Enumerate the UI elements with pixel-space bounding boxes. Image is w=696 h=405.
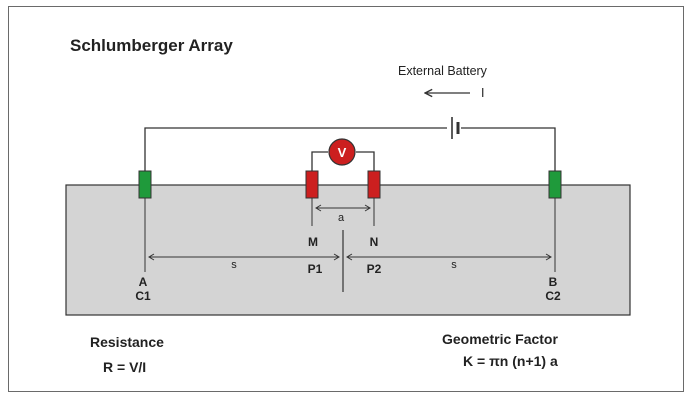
electrode-p2 xyxy=(367,170,381,199)
label-n: N xyxy=(370,235,379,249)
label-c2: C2 xyxy=(545,289,561,303)
battery-label: External Battery xyxy=(398,64,488,78)
label-m: M xyxy=(308,235,318,249)
circuit-wire-right xyxy=(461,127,556,171)
electrode-c1 xyxy=(138,170,152,199)
label-c1: C1 xyxy=(135,289,151,303)
electrode-p1 xyxy=(305,170,319,199)
label-p1: P1 xyxy=(308,262,323,276)
spacing-s-left-label: s xyxy=(231,259,237,271)
spacing-a-label: a xyxy=(338,212,345,224)
circuit-wire-left xyxy=(144,127,447,171)
electrode-c2 xyxy=(548,170,562,199)
geometric-factor-formula: K = πn (n+1) a xyxy=(463,353,558,369)
ground-block xyxy=(65,184,631,316)
resistance-formula: R = V/I xyxy=(103,359,146,375)
voltmeter-wire-right xyxy=(356,151,375,171)
resistance-heading: Resistance xyxy=(90,334,164,350)
current-label: I xyxy=(481,86,484,100)
label-p2: P2 xyxy=(367,262,382,276)
spacing-s-right-label: s xyxy=(451,259,457,271)
geometric-factor-heading: Geometric Factor xyxy=(442,331,558,347)
voltmeter-circle xyxy=(328,138,356,166)
voltmeter-wire-left xyxy=(311,151,328,171)
diagram-title: Schlumberger Array xyxy=(70,36,233,55)
label-a: A xyxy=(139,275,148,289)
voltmeter-symbol: V xyxy=(338,145,347,160)
label-b: B xyxy=(549,275,558,289)
